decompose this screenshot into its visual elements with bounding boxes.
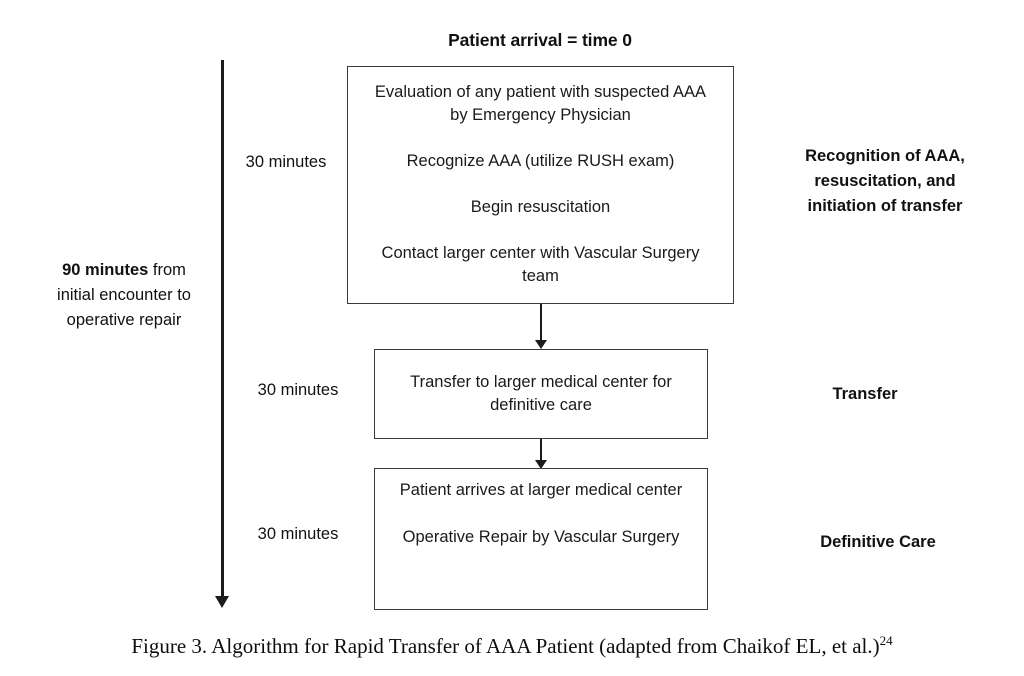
phase-label-transfer: Transfer (832, 385, 898, 403)
process-box-transfer: Transfer to larger medical center for de… (374, 349, 708, 439)
interval-label-3: 30 minutes (257, 525, 339, 543)
diagram-title: Patient arrival = time 0 (448, 30, 632, 50)
figure-caption-reference: 24 (879, 633, 893, 648)
process-box-definitive-care: Patient arrives at larger medical center… (374, 468, 708, 610)
figure-caption-text: Figure 3. Algorithm for Rapid Transfer o… (131, 634, 880, 658)
process-box-recognition-line-3: Begin resuscitation (470, 198, 611, 216)
phase-label-recognition-line-3: initiation of transfer (807, 197, 963, 215)
interval-label-2: 30 minutes (257, 381, 339, 399)
process-box-definitive-care-line-2: Operative Repair by Vascular Surgery (402, 528, 680, 546)
connector-arrow-2 (533, 439, 549, 469)
total-duration-value: 90 minutes (62, 261, 149, 279)
process-box-recognition: Evaluation of any patient with suspected… (347, 66, 734, 304)
timeline-arrow (205, 55, 241, 615)
connector-arrow-1-shaft (540, 304, 543, 340)
process-box-transfer-line-1: Transfer to larger medical center for de… (410, 373, 672, 414)
connector-arrowhead-2-icon (535, 460, 547, 469)
connector-arrowhead-1-icon (535, 340, 547, 349)
phase-label-recognition-line-2: resuscitation, and (814, 172, 956, 190)
phase-label-definitive-care: Definitive Care (820, 533, 936, 551)
phase-label-recognition-line-1: Recognition of AAA, (805, 147, 965, 165)
phase-label-recognition: Recognition of AAA, resuscitation, and i… (760, 144, 1010, 219)
process-box-definitive-care-line-1: Patient arrives at larger medical center (399, 481, 683, 499)
timeline-arrow-shaft (221, 60, 224, 600)
interval-label-1: 30 minutes (245, 153, 327, 171)
connector-arrow-2-shaft (540, 439, 543, 460)
total-duration-description: from initial encounter to operative repa… (57, 261, 191, 329)
figure-caption: Figure 3. Algorithm for Rapid Transfer o… (0, 634, 1024, 659)
timeline-arrowhead-icon (215, 596, 230, 608)
process-box-recognition-line-4: Contact larger center with Vascular Surg… (381, 244, 700, 285)
process-box-recognition-line-1: Evaluation of any patient with suspected… (374, 83, 707, 124)
connector-arrow-1 (533, 304, 549, 350)
process-box-recognition-line-2: Recognize AAA (utilize RUSH exam) (406, 152, 675, 170)
total-duration-label: 90 minutes from initial encounter to ope… (48, 258, 200, 333)
